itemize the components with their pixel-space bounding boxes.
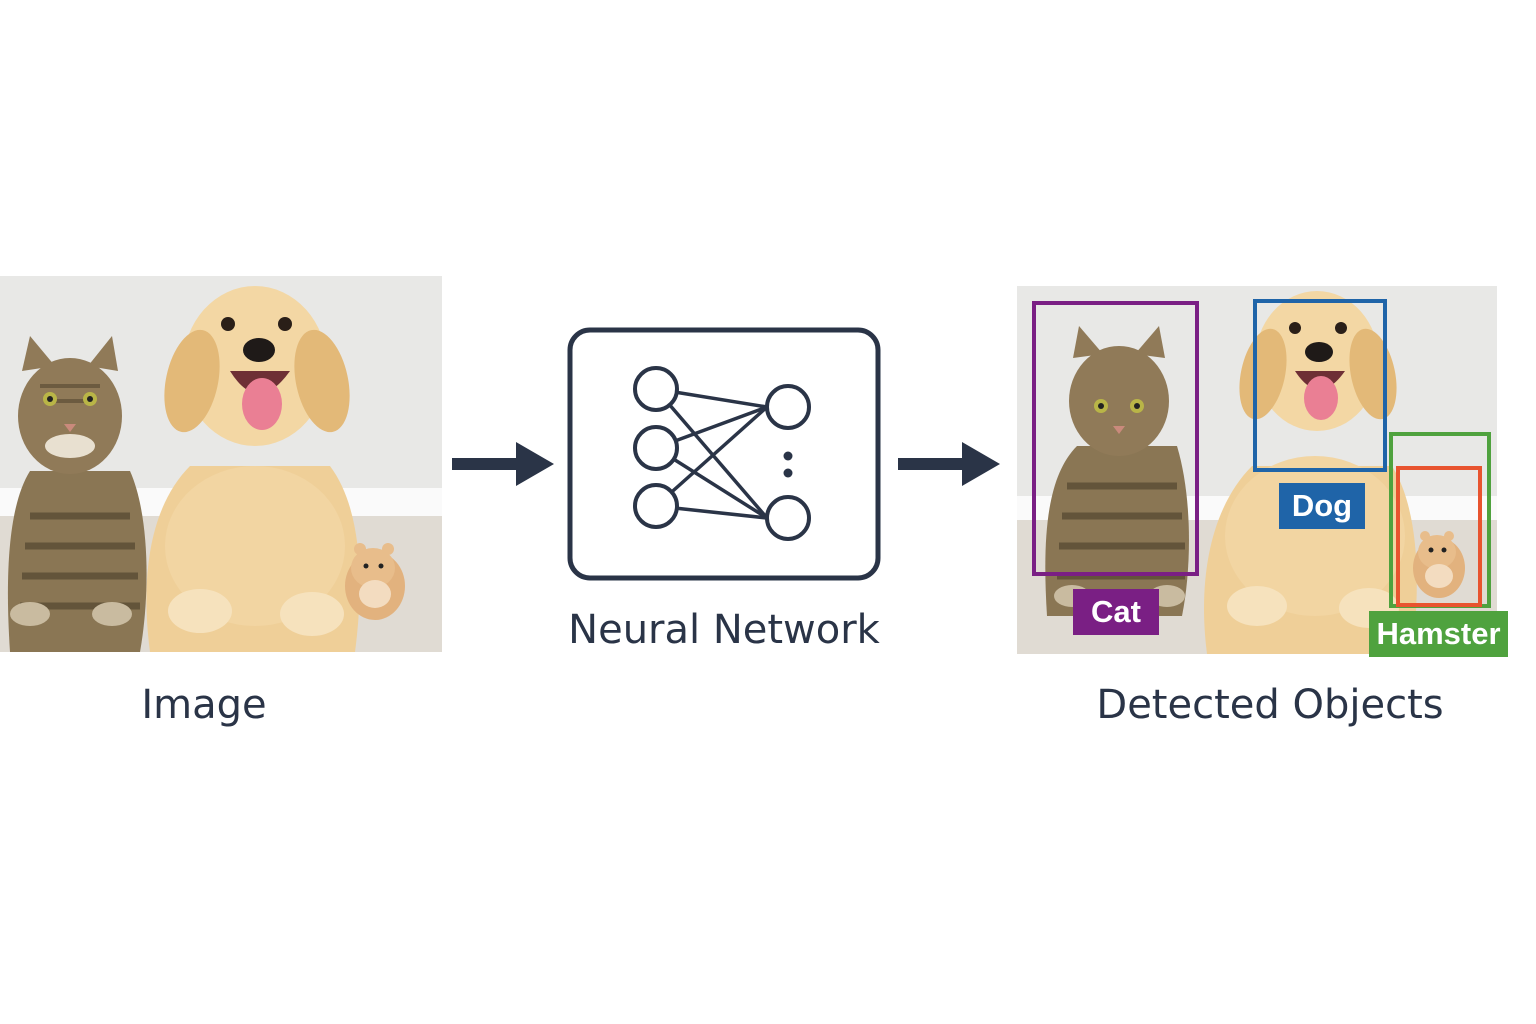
hamster-detection-label: Hamster (1369, 611, 1508, 657)
network-nodes (633, 366, 811, 541)
dog-figure (146, 286, 360, 652)
output-caption: Detected Objects (1096, 682, 1444, 728)
ellipsis-dot (783, 451, 793, 461)
cat-detection-label: Cat (1073, 589, 1159, 635)
input-image (0, 276, 442, 652)
pets-photo (0, 276, 442, 652)
hamster-inner-bounding-box (1396, 466, 1482, 607)
cat-bounding-box (1032, 301, 1199, 576)
hamster-figure (1413, 531, 1465, 598)
arrow-right-icon (898, 442, 1000, 486)
cat-figure (7, 336, 147, 652)
dog-bounding-box (1253, 299, 1387, 472)
network-caption: Neural Network (568, 607, 880, 653)
ellipsis-dot (783, 468, 793, 478)
dog-detection-label: Dog (1279, 483, 1365, 529)
input-caption: Image (141, 682, 267, 728)
hamster-figure (345, 543, 405, 620)
neural-network-icon (567, 327, 881, 581)
arrow-right-icon (452, 442, 554, 486)
